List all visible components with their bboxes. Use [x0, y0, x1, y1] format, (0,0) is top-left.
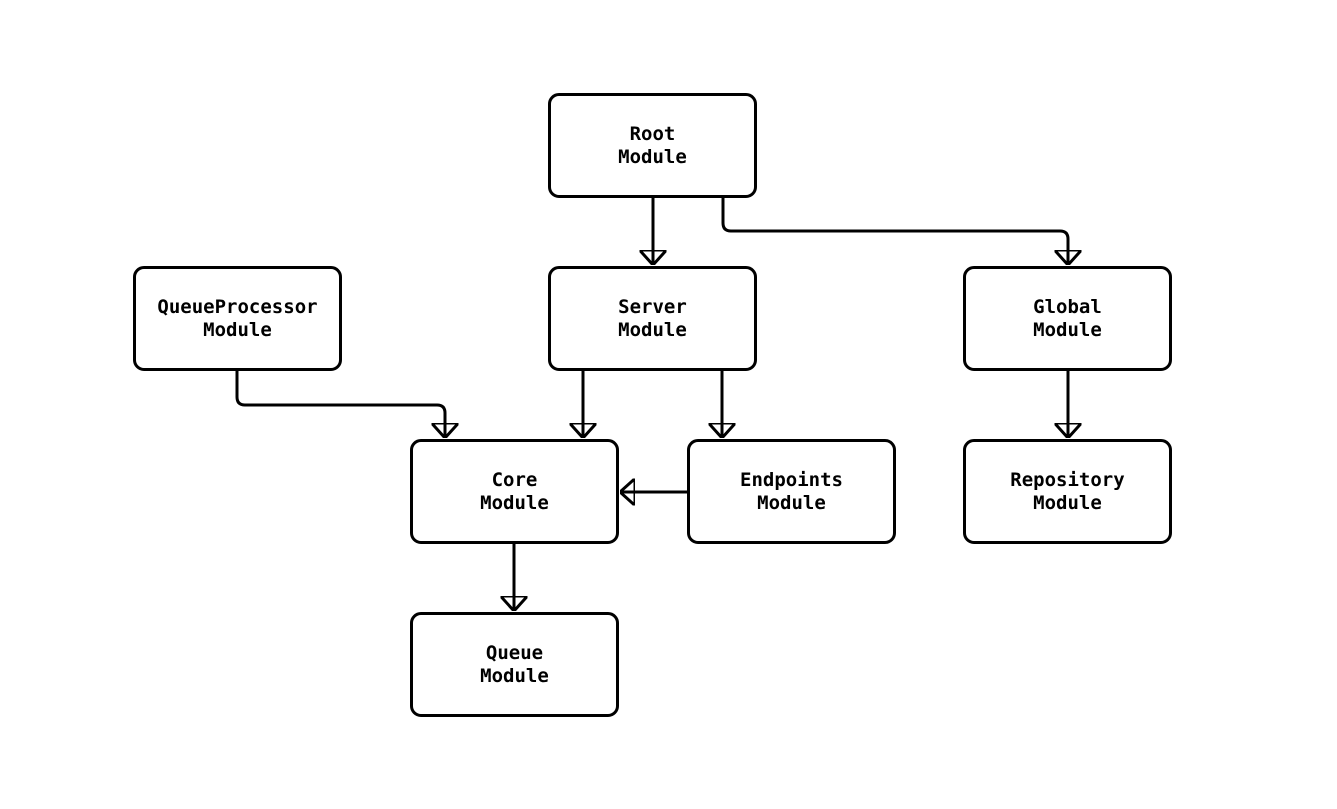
node-label-repository-module: Repository Module: [1010, 468, 1125, 514]
node-label-global-module: Global Module: [1033, 295, 1102, 341]
node-endpoints-module: Endpoints Module: [687, 439, 896, 544]
node-root-module: Root Module: [548, 93, 757, 198]
node-label-core-module: Core Module: [480, 468, 549, 514]
node-label-root-module: Root Module: [618, 122, 687, 168]
node-global-module: Global Module: [963, 266, 1172, 371]
node-label-queueprocessor-module: QueueProcessor Module: [157, 295, 318, 341]
node-label-server-module: Server Module: [618, 295, 687, 341]
node-server-module: Server Module: [548, 266, 757, 371]
edge-queueprocessor-to-core: [235, 371, 445, 438]
node-core-module: Core Module: [410, 439, 619, 544]
node-label-queue-module: Queue Module: [480, 641, 549, 687]
node-queueprocessor-module: QueueProcessor Module: [133, 266, 342, 371]
edge-root-to-global: [721, 198, 1068, 265]
node-repository-module: Repository Module: [963, 439, 1172, 544]
node-label-endpoints-module: Endpoints Module: [740, 468, 843, 514]
node-queue-module: Queue Module: [410, 612, 619, 717]
